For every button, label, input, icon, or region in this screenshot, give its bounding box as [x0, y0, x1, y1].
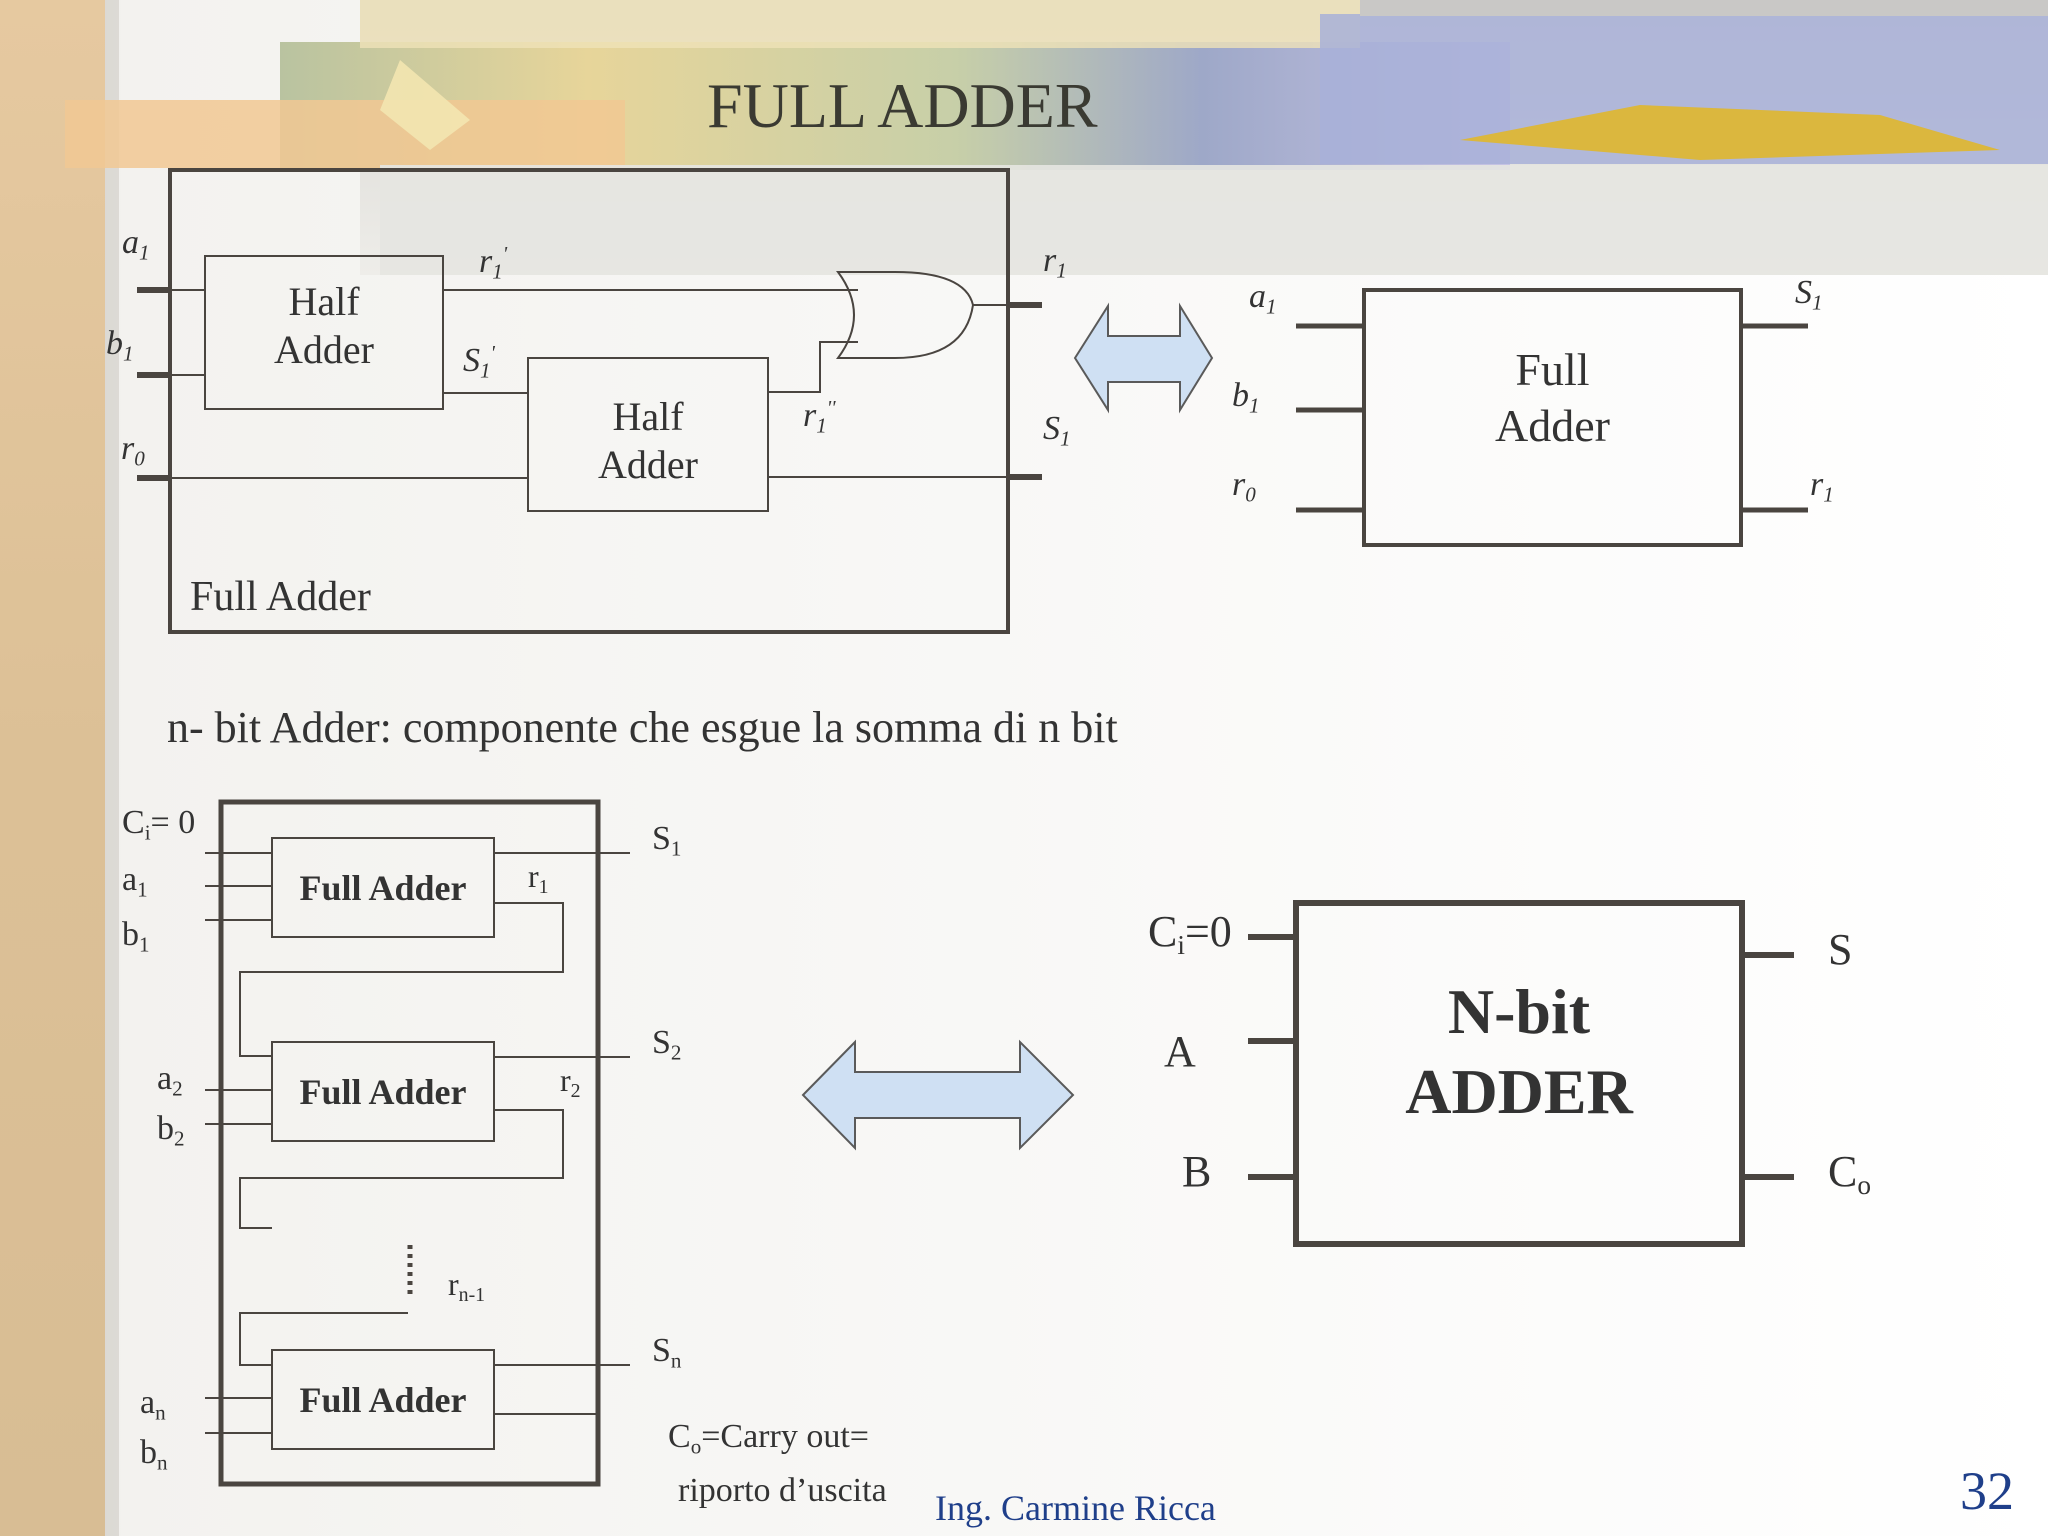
chain-full-adder-1-box [271, 837, 495, 938]
chain-full-adder-2-label: Full Adder [299, 1072, 467, 1112]
chain-full-adder-n-box [271, 1349, 495, 1450]
slide-title: FULL ADDER [707, 70, 1098, 141]
nbit-adder-pins [1248, 934, 1794, 1180]
carry-out-note-line-1: Co=Carry out= [668, 1418, 869, 1459]
carry-out-note-line-2: riporto d’uscita [678, 1472, 887, 1509]
chain-s2-label: S2 [652, 1024, 682, 1065]
chain-full-adder-1-label: Full Adder [299, 868, 467, 908]
block-input-a1-label: a1 [1249, 278, 1277, 319]
page-number: 32 [1960, 1461, 2014, 1521]
full-adder-block-pins [1296, 323, 1808, 513]
author-footer: Ing. Carmine Ricca [935, 1488, 1216, 1528]
section-subtitle: n- bit Adder: componente che esgue la so… [167, 703, 1118, 752]
input-a1-label: a1 [122, 224, 150, 265]
nbit-adder-label-line-2: ADDER [1405, 1056, 1633, 1127]
block-input-r0-label: r0 [1232, 466, 1256, 507]
chain-r1-label: r1 [528, 858, 549, 898]
input-r0-label: r0 [121, 430, 145, 471]
nbit-input-a-label: A [1164, 1027, 1196, 1076]
nbit-output-co-label: Co [1828, 1147, 1871, 1201]
output-s1-label: S1 [1043, 410, 1071, 451]
full-adder-block-box [1362, 288, 1743, 547]
chain-full-adder-2-box [271, 1041, 495, 1142]
block-output-s1-label: S1 [1795, 274, 1823, 315]
chain-b2-label: b2 [157, 1110, 185, 1151]
input-b1-label: b1 [106, 325, 134, 366]
full-adder-container [168, 168, 1010, 634]
input-stubs [137, 287, 1042, 481]
block-input-b1-label: b1 [1232, 377, 1260, 418]
chain-an-label: an [140, 1384, 166, 1425]
equivalence-arrow-top [1073, 302, 1214, 414]
chain-rn1-label: rn-1 [448, 1266, 486, 1306]
wire-s1-prime-label: S1' [463, 342, 495, 383]
half-adder-2-box [527, 357, 769, 512]
full-adder-container-label: Full Adder [190, 574, 371, 620]
chain-r2-label: r2 [560, 1062, 581, 1102]
chain-b1-label: b1 [122, 916, 150, 957]
chain-full-adder-n-label: Full Adder [299, 1380, 467, 1420]
nbit-adder-label-line-1: N-bit [1447, 976, 1591, 1047]
chain-s1-label: S1 [652, 820, 682, 861]
output-r1-label: r1 [1043, 242, 1067, 283]
nbit-cin-label: Ci=0 [1148, 907, 1232, 961]
block-output-r1-label: r1 [1810, 466, 1834, 507]
nbit-input-b-label: B [1182, 1147, 1212, 1196]
nbit-adder-box [1293, 900, 1745, 1247]
chain-wires [205, 852, 630, 1434]
wire-r1-double-prime-label: r1'' [803, 397, 836, 438]
half-adder-1-box [204, 255, 444, 410]
chain-sn-label: Sn [652, 1332, 682, 1373]
equivalence-arrow-bottom [801, 1039, 1075, 1151]
internal-wires [170, 289, 1008, 479]
or-gate [836, 271, 975, 359]
chain-a2-label: a2 [157, 1060, 183, 1101]
chain-a1-label: a1 [122, 861, 148, 902]
nbit-output-s-label: S [1828, 925, 1853, 974]
chain-cin-label: Ci= 0 [122, 804, 196, 845]
chain-container [218, 799, 601, 1487]
wire-r1-prime-label: r1' [479, 243, 508, 284]
chain-bn-label: bn [140, 1434, 168, 1475]
